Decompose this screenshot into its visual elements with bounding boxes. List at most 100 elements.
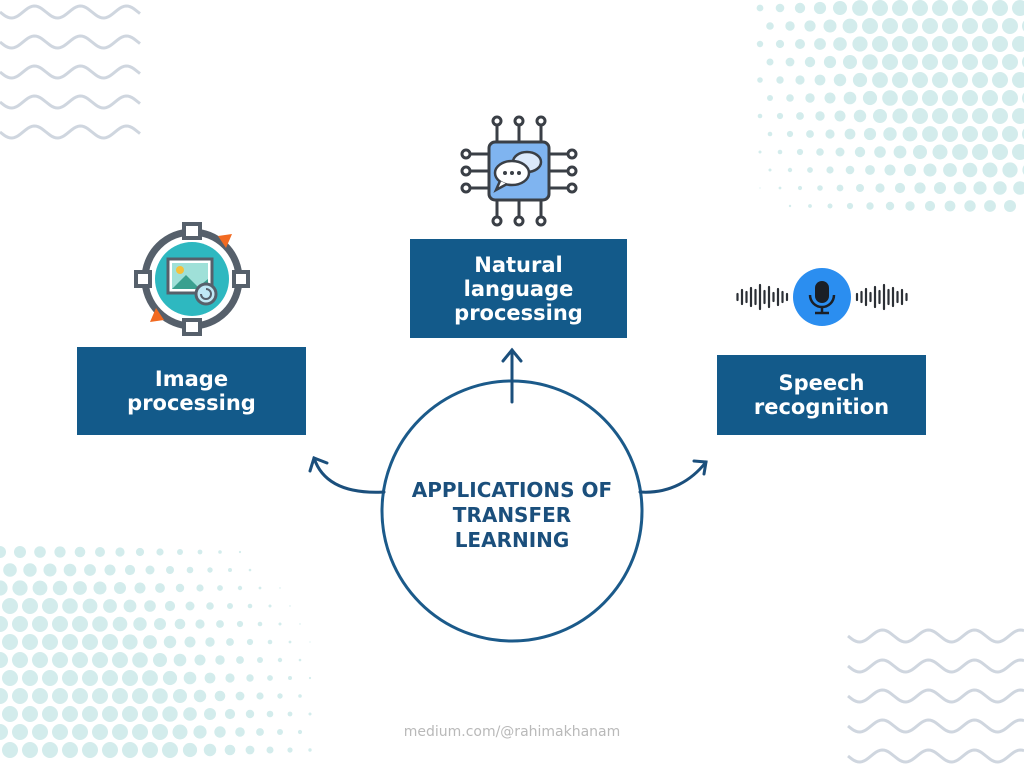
decor-dot bbox=[846, 202, 854, 210]
decor-dot bbox=[277, 693, 283, 699]
decor-dot bbox=[786, 94, 794, 102]
decor-dot bbox=[982, 18, 998, 34]
decor-dot bbox=[217, 585, 223, 591]
dot-pattern-top-right bbox=[756, 0, 1024, 212]
decor-dot bbox=[142, 670, 158, 686]
decor-dot bbox=[892, 36, 908, 52]
decor-dot bbox=[207, 567, 213, 573]
decor-dot bbox=[817, 185, 823, 191]
wave-line bbox=[847, 718, 1024, 734]
decor-dot bbox=[156, 548, 164, 556]
decor-dot bbox=[953, 181, 967, 195]
decor-dot bbox=[14, 546, 26, 558]
decor-dot bbox=[214, 690, 226, 702]
decor-dot bbox=[756, 40, 764, 48]
decor-dot bbox=[882, 90, 898, 106]
decor-dot bbox=[902, 18, 918, 34]
wave-line bbox=[0, 124, 141, 140]
decor-dot bbox=[237, 585, 243, 591]
decor-dot bbox=[892, 0, 908, 16]
decor-dot bbox=[922, 126, 938, 142]
decor-dot bbox=[32, 688, 48, 704]
decor-dot bbox=[0, 688, 8, 704]
decor-dot bbox=[112, 724, 128, 740]
decor-dot bbox=[62, 634, 78, 650]
decor-dot bbox=[163, 635, 177, 649]
decor-dot bbox=[756, 4, 764, 12]
decor-dot bbox=[218, 550, 222, 554]
decor-dot bbox=[72, 652, 88, 668]
decor-dot bbox=[298, 694, 302, 698]
decor-dot bbox=[777, 149, 783, 155]
decor-dot bbox=[776, 112, 784, 120]
decor-dot bbox=[22, 634, 38, 650]
decor-dot bbox=[12, 724, 28, 740]
decor-dot bbox=[804, 20, 816, 32]
decor-dot bbox=[862, 18, 878, 34]
decor-dot bbox=[214, 726, 226, 738]
decor-dot bbox=[227, 603, 233, 609]
decor-dot bbox=[22, 742, 38, 758]
decor-dot bbox=[872, 36, 888, 52]
decor-dot bbox=[195, 619, 205, 629]
decor-dot bbox=[883, 127, 897, 141]
decor-dot bbox=[102, 634, 118, 650]
decor-dot bbox=[785, 21, 795, 31]
decor-dot bbox=[23, 563, 37, 577]
decor-dot bbox=[872, 72, 888, 88]
decor-dot bbox=[12, 616, 28, 632]
decor-dot bbox=[287, 711, 293, 717]
decor-dot bbox=[173, 689, 187, 703]
decor-dot bbox=[42, 706, 58, 722]
decor-dot bbox=[932, 72, 948, 88]
decor-dot bbox=[788, 204, 792, 208]
decor-dot bbox=[197, 549, 203, 555]
decor-dot bbox=[135, 547, 145, 557]
decor-dot bbox=[767, 131, 773, 137]
decor-dot bbox=[52, 616, 68, 632]
decor-dot bbox=[992, 0, 1008, 16]
decor-dot bbox=[236, 620, 244, 628]
decor-dot bbox=[162, 670, 178, 686]
decor-dot bbox=[268, 604, 272, 608]
decor-dot bbox=[813, 1, 827, 15]
decor-dot bbox=[42, 670, 58, 686]
decor-dot bbox=[962, 90, 978, 106]
decor-dot bbox=[122, 742, 138, 758]
decor-dot bbox=[42, 742, 58, 758]
decor-dot bbox=[0, 724, 8, 740]
decor-dot bbox=[902, 126, 918, 142]
decor-dot bbox=[267, 639, 273, 645]
decor-dot bbox=[1012, 0, 1024, 16]
decor-dot bbox=[299, 623, 301, 625]
decor-dot bbox=[95, 547, 105, 557]
decor-dot bbox=[882, 54, 898, 70]
decor-dot bbox=[92, 688, 108, 704]
decor-dot bbox=[224, 708, 236, 720]
image-processing-label: Image processing bbox=[127, 367, 256, 415]
decor-dot bbox=[785, 57, 795, 67]
decor-dot bbox=[225, 673, 235, 683]
decor-dot bbox=[903, 163, 917, 177]
decor-dot bbox=[932, 0, 948, 16]
decor-dot bbox=[992, 36, 1008, 52]
decor-dot bbox=[34, 546, 46, 558]
decor-dot bbox=[1002, 90, 1018, 106]
decor-dot bbox=[795, 75, 805, 85]
decor-dot bbox=[267, 675, 273, 681]
decor-dot bbox=[52, 724, 68, 740]
decor-dot bbox=[912, 108, 928, 124]
decor-dot bbox=[52, 580, 68, 596]
decor-dot bbox=[758, 150, 762, 154]
decor-dot bbox=[1002, 126, 1018, 142]
decor-dot bbox=[854, 146, 866, 158]
decor-dot bbox=[309, 641, 311, 643]
decor-dot bbox=[952, 144, 968, 160]
decor-dot bbox=[193, 689, 207, 703]
image-processing-box: Image processing bbox=[77, 347, 306, 435]
decor-dot bbox=[152, 688, 168, 704]
decor-dot bbox=[814, 74, 826, 86]
decor-dot bbox=[932, 36, 948, 52]
wave-pattern-bottom-right bbox=[847, 628, 1024, 764]
wave-line bbox=[0, 4, 141, 20]
